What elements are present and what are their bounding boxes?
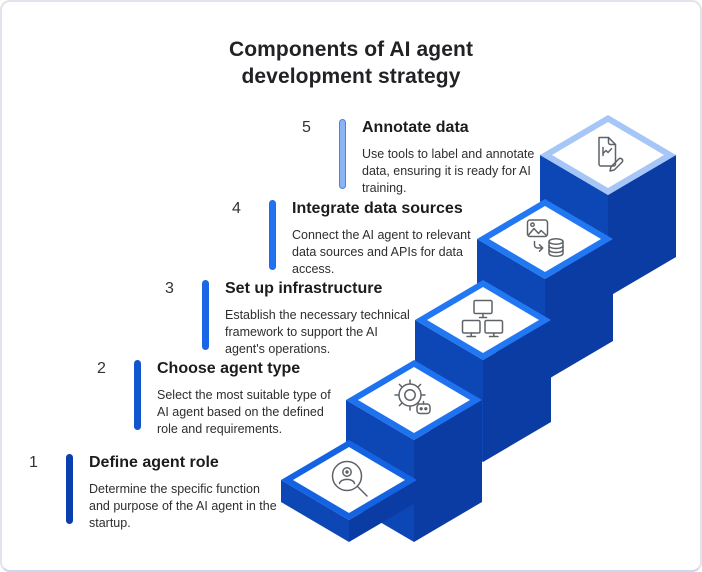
step-description: Use tools to label and annotate data, en…: [362, 147, 535, 195]
step-title: Integrate data sources: [292, 200, 463, 217]
step-1-side-right: [349, 480, 417, 542]
step-accent-bar: [339, 119, 346, 189]
step-2-top-face: [358, 367, 470, 433]
step-title: Annotate data: [362, 119, 469, 136]
step-accent-bar: [269, 200, 276, 270]
step-1-platform: [281, 440, 417, 542]
step-title: Choose agent type: [157, 360, 301, 377]
step-number: 2: [97, 360, 106, 377]
step-2-side-right: [414, 400, 482, 542]
step-description: Select the most suitable type of AI agen…: [157, 388, 331, 436]
step-item-3: 3 Set up infrastructure Establish the ne…: [165, 279, 417, 358]
step-item-1: 1 Define agent role Determine the specif…: [29, 453, 281, 532]
page-title: Components of AI agent development strat…: [228, 38, 474, 89]
step-accent-bar: [202, 280, 209, 350]
step-description: Connect the AI agent to relevant data so…: [292, 228, 471, 276]
step-number: 5: [302, 119, 311, 136]
network-monitors-icon: [461, 299, 504, 338]
step-item-4: 4 Integrate data sources Connect the AI …: [232, 199, 482, 278]
step-number: 3: [165, 280, 174, 297]
step-accent-bar: [66, 454, 73, 524]
step-item-2: 2 Choose agent type Select the most suit…: [97, 359, 342, 438]
gear-robot-icon: [394, 379, 431, 415]
step-4-side-right: [545, 239, 613, 381]
step-3-side-right: [483, 320, 551, 462]
step-description: Establish the necessary technical framew…: [225, 308, 410, 356]
step-title: Define agent role: [89, 454, 219, 471]
step-1-side-left: [281, 480, 349, 542]
step-4-top-face: [489, 206, 601, 272]
step-description: Determine the specific function and purp…: [89, 482, 277, 530]
step-number: 4: [232, 200, 241, 217]
step-number: 1: [29, 454, 38, 471]
image-database-icon: [526, 219, 564, 258]
step-5-top-face: [552, 122, 664, 188]
step-title: Set up infrastructure: [225, 280, 383, 297]
step-3-top-face: [427, 287, 539, 353]
step-accent-bar: [134, 360, 141, 430]
step-item-5: 5 Annotate data Use tools to label and a…: [302, 118, 562, 197]
step-5-side-right: [608, 155, 676, 297]
annotate-document-icon: [598, 136, 624, 172]
robot-search-icon: [331, 460, 368, 497]
